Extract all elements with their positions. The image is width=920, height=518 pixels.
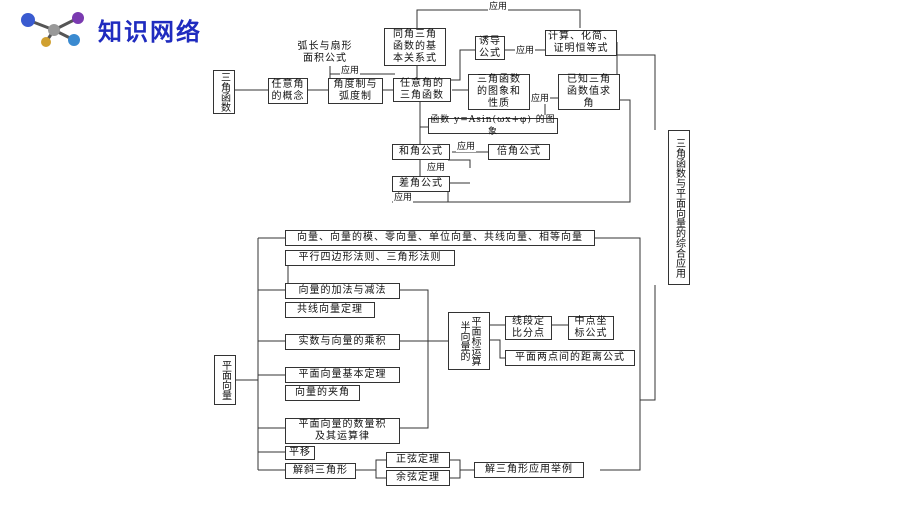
- node-double-angle-formula: 倍角公式: [488, 144, 550, 160]
- node-coordinate-operations: 半向量的 平面标运算: [448, 312, 490, 370]
- label-application-7: 应用: [393, 193, 414, 203]
- node-diff-angle-formula: 差角公式: [392, 176, 450, 192]
- node-midpoint-formula: 中点坐 标公式: [568, 316, 614, 340]
- node-triangle-applications: 解三角形应用举例: [474, 462, 584, 478]
- node-vector-angle: 向量的夹角: [285, 385, 360, 401]
- page-title: 知识网络: [98, 18, 202, 46]
- node-basic-theorem: 平面向量基本定理: [285, 367, 400, 383]
- node-find-angle-from-value: 已知三角 函数值求 角: [558, 74, 620, 110]
- node-vector-basics: 向量、向量的模、零向量、单位向量、共线向量、相等向量: [285, 230, 595, 246]
- node-arc-sector-formula: 弧长与扇形 面积公式: [290, 40, 360, 66]
- node-any-angle-concept: 任意角 的概念: [268, 78, 308, 104]
- node-dot-product: 平面向量的数量积 及其运算律: [285, 418, 400, 444]
- node-same-angle-relations: 同角三角 函数的基 本关系式: [384, 28, 446, 66]
- coordinate-operations-col2: 平面标运算: [469, 316, 480, 366]
- node-collinear-theorem: 共线向量定理: [285, 302, 375, 318]
- label-application-6: 应用: [426, 163, 447, 173]
- node-asin-graph: 函数 y=Asin(ωx+φ) 的图象: [428, 115, 558, 137]
- label-application-top: 应用: [488, 2, 509, 12]
- node-scalar-product: 实数与向量的乘积: [285, 334, 400, 350]
- label-application-3: 应用: [515, 46, 536, 56]
- node-any-angle-trig: 任意角的 三角函数: [393, 78, 451, 102]
- header-logo: [16, 8, 92, 48]
- node-cosine-law: 余弦定理: [386, 470, 450, 486]
- node-induction-formula: 诱导 公式: [475, 36, 505, 60]
- node-parallelogram-rule: 平行四边形法则、三角形法则: [285, 250, 455, 266]
- node-trig-functions: 三角函数: [213, 70, 235, 114]
- node-distance-formula: 平面两点间的距离公式: [505, 350, 635, 366]
- node-vector-add-sub: 向量的加法与减法: [285, 283, 400, 299]
- node-translation: 平移: [285, 446, 315, 460]
- node-sum-angle-formula: 和角公式: [392, 144, 450, 160]
- node-degree-radian: 角度制与 弧度制: [328, 78, 383, 104]
- node-section-point: 线段定 比分点: [505, 316, 552, 340]
- coordinate-operations-col1: 半向量的: [458, 321, 469, 361]
- node-sine-law: 正弦定理: [386, 452, 450, 468]
- label-application-4: 应用: [530, 94, 551, 104]
- label-application-2: 应用: [340, 66, 361, 76]
- node-trig-graph-properties: 三角函数 的图象和 性质: [468, 74, 530, 110]
- molecule-icon: [21, 12, 84, 47]
- node-plane-vector: 平面向量: [214, 355, 236, 405]
- label-application-5: 应用: [456, 142, 477, 152]
- node-compute-simplify: 计算、化简、 证明恒等式: [545, 30, 617, 56]
- node-trig-vector-application: 三角函数与平面向量的综合应用: [668, 130, 690, 285]
- node-solve-oblique-triangle: 解斜三角形: [285, 463, 356, 479]
